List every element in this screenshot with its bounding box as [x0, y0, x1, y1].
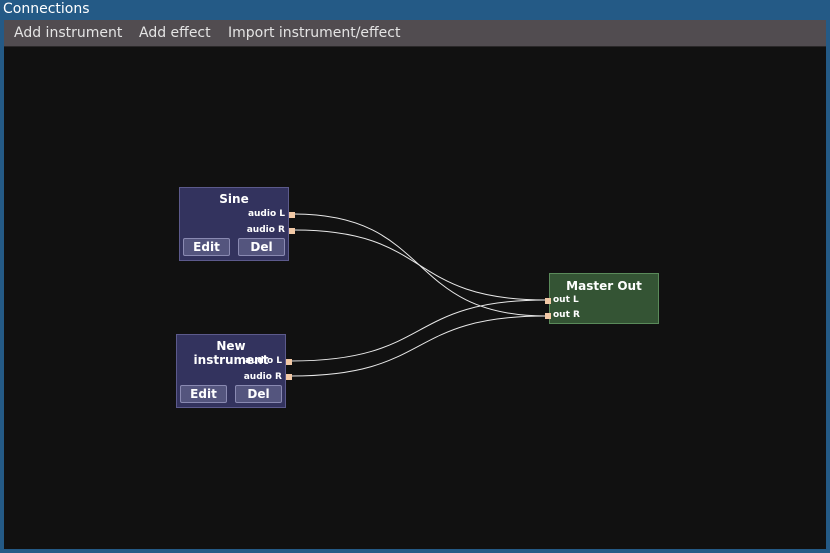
menubar: Add instrument Add effect Import instrum…: [4, 20, 826, 47]
wires-layer: [290, 213, 547, 377]
port-label: out R: [553, 310, 580, 320]
output-port-audio-l[interactable]: [286, 359, 292, 365]
port-label: out L: [553, 295, 579, 305]
edit-button[interactable]: Edit: [183, 238, 230, 256]
input-port-out-r[interactable]: [545, 313, 551, 319]
node-title: Sine: [219, 192, 249, 206]
node-master-out[interactable]: Master Out out L out R: [545, 273, 659, 324]
port-label: audio R: [243, 372, 282, 382]
wire-sine-r-to-master-l: [293, 229, 547, 301]
menu-import-instrument-effect[interactable]: Import instrument/effect: [228, 25, 401, 41]
menu-add-effect[interactable]: Add effect: [139, 25, 211, 41]
input-port-out-l[interactable]: [545, 298, 551, 304]
delete-button[interactable]: Del: [238, 238, 285, 256]
node-sine[interactable]: Sine audio L audio R Edit Del: [179, 187, 295, 261]
connection-canvas[interactable]: Sine audio L audio R Edit Del New instru…: [4, 47, 826, 549]
port-label: audio L: [247, 209, 285, 219]
wire-new-r-to-master-r: [290, 315, 547, 377]
output-port-audio-r[interactable]: [286, 374, 292, 380]
node-title: New instrument: [193, 339, 269, 367]
window-title: Connections: [3, 1, 90, 17]
wire-new-l-to-master-l: [290, 299, 547, 362]
node-title: Master Out: [566, 279, 642, 293]
delete-button[interactable]: Del: [235, 385, 282, 403]
output-port-audio-r[interactable]: [289, 228, 295, 234]
edit-button[interactable]: Edit: [180, 385, 227, 403]
output-port-audio-l[interactable]: [289, 212, 295, 218]
node-new-instrument[interactable]: New instrument audio L audio R Edit Del: [176, 334, 292, 408]
menu-add-instrument[interactable]: Add instrument: [14, 25, 123, 41]
port-label: audio L: [244, 356, 282, 366]
port-label: audio R: [246, 225, 285, 235]
